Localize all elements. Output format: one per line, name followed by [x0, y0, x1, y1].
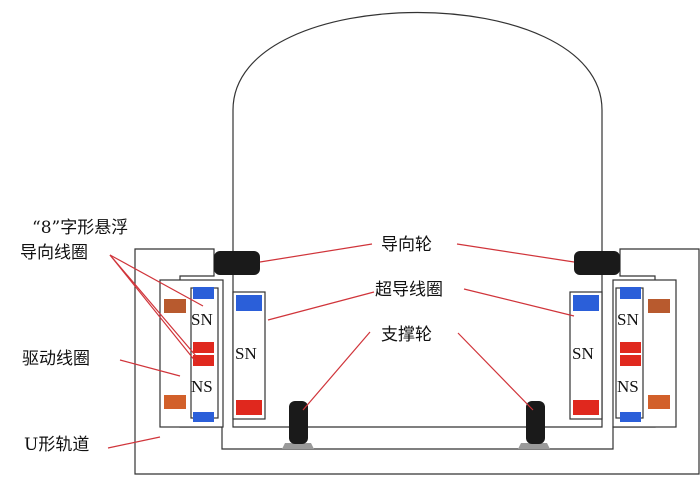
- left-f8-pole-mid-2: [193, 355, 214, 366]
- left-f8-pole-bottom: [193, 412, 214, 422]
- leader-support-wheel-right: [457, 332, 534, 411]
- left-f8-pole-top: [193, 287, 214, 299]
- leader-guide-wheel-right: [456, 243, 575, 263]
- right-drive-coil-bottom: [648, 395, 670, 409]
- leader-drive-coil: [119, 359, 181, 377]
- right-f8-pole-mid-2: [620, 355, 641, 366]
- leader-u-track: [107, 436, 161, 449]
- left-sc-coil-south: [236, 400, 262, 415]
- vehicle-body: [232, 11, 603, 428]
- leader-sc-coil-left: [267, 291, 375, 321]
- right-f8-lower-pole-label: NS: [617, 377, 639, 396]
- leader-support-wheel-left: [302, 331, 371, 411]
- leader-guide-wheel-left: [259, 243, 373, 263]
- right-sc-coil-south: [573, 400, 599, 415]
- guide-wheel-label: 导向轮: [381, 235, 432, 255]
- left-support-wheel-base: [282, 443, 314, 449]
- sc-coil-label: 超导线圈: [375, 280, 443, 300]
- u-track-label: U形轨道: [24, 435, 89, 455]
- right-f8-pole-mid-1: [620, 342, 641, 353]
- right-drive-coil-top: [648, 299, 670, 313]
- left-sc-coil-frame: [232, 291, 266, 420]
- left-support-wheel: [289, 401, 308, 444]
- left-guide-wheel: [214, 251, 260, 275]
- leader-f8-to-left-mid2: [109, 254, 197, 363]
- leader-f8-to-left-top: [109, 254, 204, 307]
- right-sc-coil-frame: [569, 291, 603, 420]
- leader-sc-coil-right: [463, 288, 575, 317]
- right-f8-upper-pole-label: SN: [617, 310, 639, 329]
- right-f8-pole-top: [620, 287, 641, 299]
- right-guide-wheel: [574, 251, 620, 275]
- left-drive-coil-bottom: [164, 395, 186, 409]
- left-drive-coil-top: [164, 299, 186, 313]
- support-wheel-label: 支撑轮: [381, 325, 432, 345]
- drive-coil-label: 驱动线圈: [22, 349, 90, 369]
- left-f8-upper-pole-label: SN: [191, 310, 213, 329]
- leader-f8-to-left-mid: [109, 254, 197, 357]
- left-f8-lower-pole-label: NS: [191, 377, 213, 396]
- figure8-coil-label-line1: “8”字形悬浮: [32, 218, 128, 238]
- right-f8-pole-bottom: [620, 412, 641, 422]
- left-sc-coil-north: [236, 295, 262, 311]
- left-sc-coil-pole-label: SN: [235, 344, 257, 363]
- right-sc-coil-pole-label: SN: [572, 344, 594, 363]
- figure8-coil-label-line2: 导向线圈: [20, 243, 88, 263]
- right-support-wheel: [526, 401, 545, 444]
- right-support-wheel-base: [518, 443, 550, 449]
- right-sc-coil-north: [573, 295, 599, 311]
- left-f8-pole-mid-1: [193, 342, 214, 353]
